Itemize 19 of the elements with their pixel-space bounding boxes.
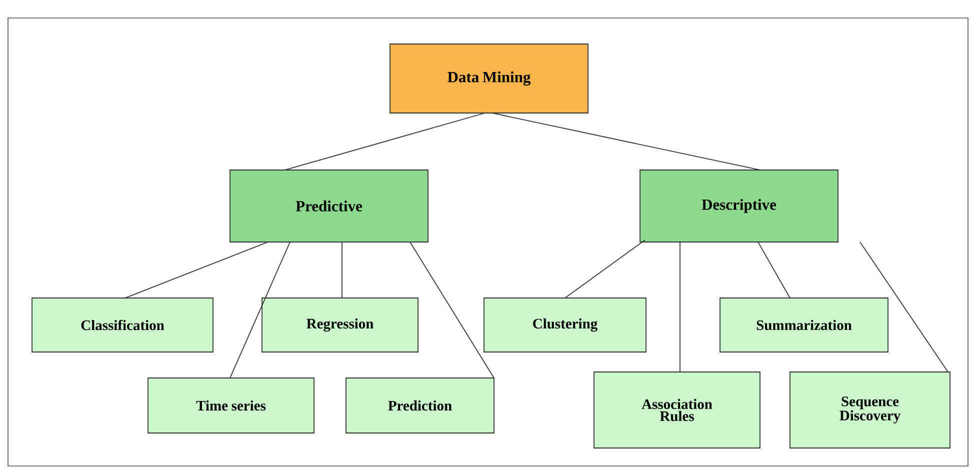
connector-line [492, 112, 760, 170]
task-box: Prediction [346, 378, 494, 434]
task-box: Clustering [484, 298, 646, 352]
task-box: Regression [262, 298, 418, 352]
connector-line [860, 242, 948, 372]
task-box: Classification [32, 298, 214, 352]
connector-line [284, 112, 486, 170]
connector-line [124, 242, 268, 298]
root-box: Data Mining [390, 44, 588, 114]
category-box: Descriptive [640, 170, 838, 242]
task-box: Sequence Discovery [790, 372, 950, 448]
connector-line [230, 242, 290, 378]
task-box: Time series [148, 378, 314, 434]
connector-line [758, 242, 790, 298]
category-box: Predictive [230, 170, 428, 242]
task-box: Association Rules [594, 372, 760, 448]
task-box: Summarization [720, 298, 888, 352]
connector-line [410, 242, 494, 378]
connector-line [564, 240, 646, 298]
